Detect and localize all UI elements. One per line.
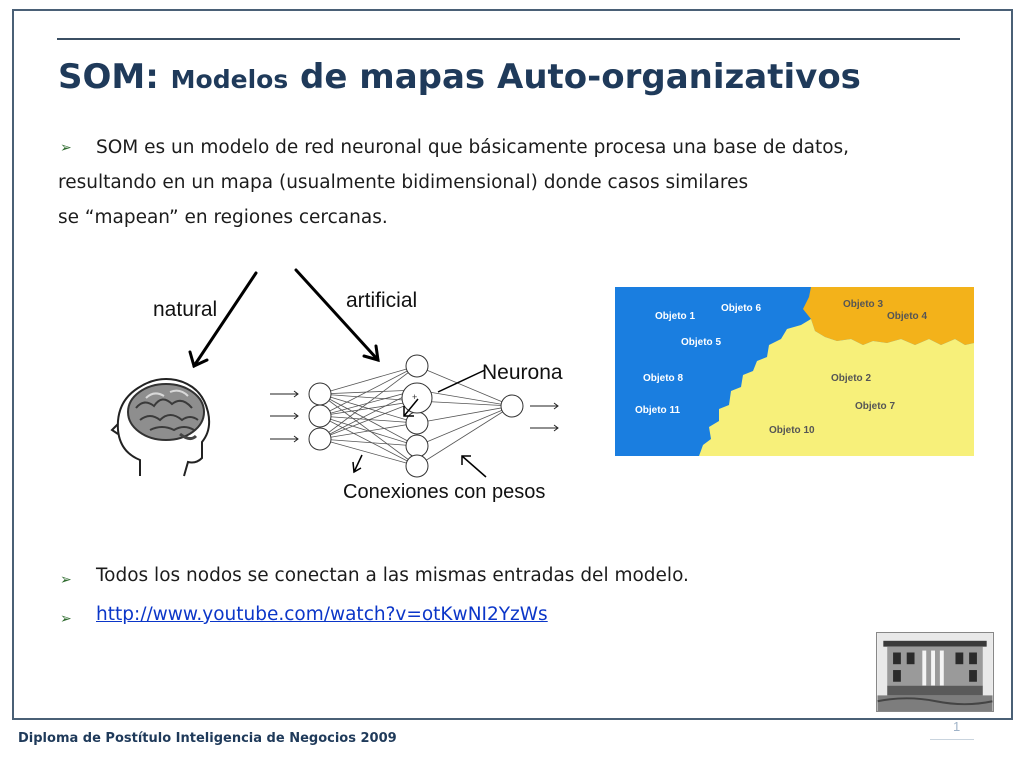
page-number: 1 [953,719,961,734]
bullet-arrow-icon: ➢ [60,140,72,156]
label-natural: natural [153,298,218,321]
title-rule [57,38,960,40]
slide-title: SOM: Modelos de mapas Auto-organizativos [58,57,861,97]
neural-network-diagram: + [270,354,559,478]
som-obj-6: Objeto 6 [721,303,761,314]
label-neurona: Neurona [482,361,563,384]
svg-text:+: + [412,392,417,402]
label-artificial: artificial [346,289,418,312]
university-building-image [876,632,994,712]
page-number-rule [930,739,974,740]
som-obj-2: Objeto 2 [831,373,871,384]
label-conexiones: Conexiones con pesos [343,481,546,503]
som-map-image: Objeto 1 Objeto 6 Objeto 5 Objeto 8 Obje… [615,287,974,456]
som-obj-10: Objeto 10 [769,425,815,436]
bullet-2-text: Todos los nodos se conectan a las mismas… [96,565,689,586]
youtube-link[interactable]: http://www.youtube.com/watch?v=otKwNI2Yz… [96,604,548,625]
som-obj-1: Objeto 1 [655,311,695,322]
brain-head-icon [110,378,211,477]
bullet-1-line-2: resultando en un mapa (usualmente bidime… [58,172,749,193]
som-obj-8: Objeto 8 [643,373,683,384]
slide-frame [12,9,1013,720]
som-obj-4: Objeto 4 [887,311,927,322]
bullet-1-line-3: se “mapean” en regiones cercanas. [58,207,388,228]
bullet-arrow-icon: ➢ [60,611,72,627]
bullet-1-text: SOM es un modelo de red neuronal que bás… [58,130,958,235]
bullet-1-line-1: SOM es un modelo de red neuronal que bás… [96,137,850,158]
som-obj-11: Objeto 11 [635,405,680,416]
som-obj-3: Objeto 3 [843,299,883,310]
som-obj-5: Objeto 5 [681,337,721,348]
som-obj-7: Objeto 7 [855,401,895,412]
bullet-arrow-icon: ➢ [60,572,72,588]
footer-text: Diploma de Postítulo Inteligencia de Neg… [18,731,397,746]
